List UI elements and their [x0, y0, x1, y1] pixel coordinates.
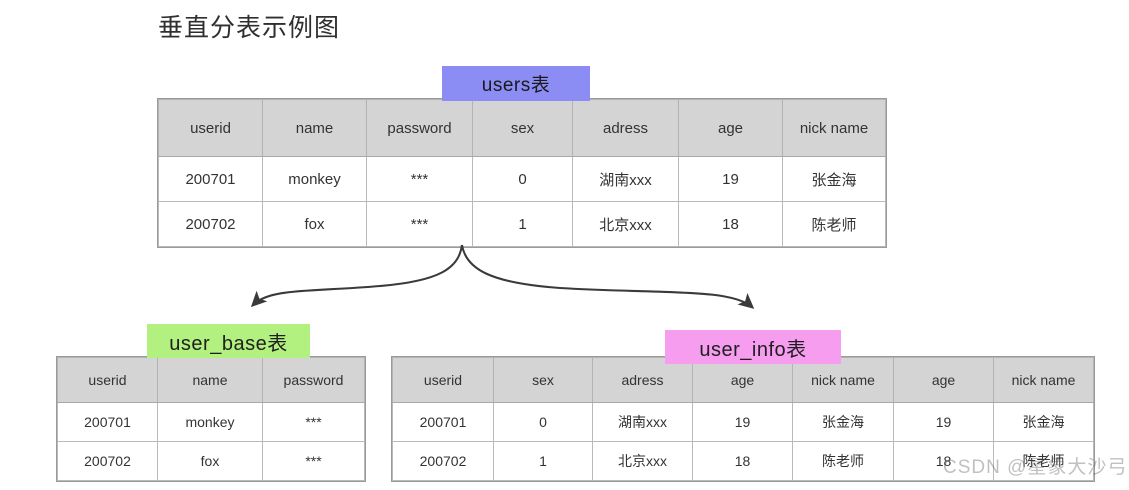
tag-user-base-label: user_base表	[169, 332, 288, 355]
column-header: password	[366, 99, 473, 157]
column-header: sex	[472, 99, 573, 157]
table-cell: 张金海	[993, 402, 1094, 442]
table-cell: ***	[366, 201, 473, 247]
watermark: CSDN @星象大沙弓	[943, 457, 1128, 478]
column-header: nick name	[993, 357, 1094, 403]
table-cell: monkey	[157, 402, 263, 442]
table-users: userid name password sex adress age nick…	[158, 99, 886, 247]
table-cell: 19	[692, 402, 793, 442]
table-cell: ***	[262, 441, 365, 481]
column-header: age	[678, 99, 783, 157]
table-cell: 1	[493, 441, 593, 481]
column-header: age	[893, 357, 994, 403]
table-cell: 张金海	[792, 402, 894, 442]
column-header: name	[157, 357, 263, 403]
table-row: 200701 0 湖南xxx 19 张金海 19 张金海	[392, 402, 1094, 442]
column-header: password	[262, 357, 365, 403]
column-header: adress	[592, 357, 693, 403]
table-cell: monkey	[262, 156, 367, 202]
table-cell: 200702	[57, 441, 158, 481]
table-cell: ***	[366, 156, 473, 202]
table-user-info: userid sex adress age nick name age nick…	[392, 357, 1094, 481]
table-cell: fox	[262, 201, 367, 247]
table-row: 200701 monkey *** 0 湖南xxx 19 张金海	[158, 156, 886, 202]
tag-user-info-label: user_info表	[699, 338, 807, 361]
column-header: name	[262, 99, 367, 157]
table-cell: 18	[678, 201, 783, 247]
table-cell: 陈老师	[993, 441, 1094, 481]
column-header: nick name	[782, 99, 886, 157]
arrow-to-user-info-icon	[460, 244, 755, 309]
table-cell: 18	[692, 441, 793, 481]
table-cell: 北京xxx	[572, 201, 679, 247]
table-cell: 200701	[392, 402, 494, 442]
column-header: adress	[572, 99, 679, 157]
column-header: userid	[392, 357, 494, 403]
table-cell: 0	[493, 402, 593, 442]
column-header: nick name	[792, 357, 894, 403]
table-cell: 陈老师	[792, 441, 894, 481]
table-cell: 湖南xxx	[572, 156, 679, 202]
table-cell: 200702	[392, 441, 494, 481]
table-header-row: userid name password	[57, 357, 365, 403]
table-cell: 1	[472, 201, 573, 247]
table-cell: 18	[893, 441, 994, 481]
column-header: sex	[493, 357, 593, 403]
table-header-row: userid name password sex adress age nick…	[158, 99, 886, 157]
table-cell: 张金海	[782, 156, 886, 202]
column-header: userid	[158, 99, 263, 157]
table-cell: 陈老师	[782, 201, 886, 247]
table-row: 200702 fox *** 1 北京xxx 18 陈老师	[158, 201, 886, 247]
tag-users-label: users表	[481, 75, 551, 96]
column-header: age	[692, 357, 793, 403]
table-cell: 19	[678, 156, 783, 202]
tag-user-base-table: user_base表	[147, 324, 310, 358]
table-header-row: userid sex adress age nick name age nick…	[392, 357, 1094, 403]
table-row: 200702 1 北京xxx 18 陈老师 18 陈老师	[392, 441, 1094, 481]
arrow-to-user-base-icon	[250, 244, 464, 308]
table-cell: 200702	[158, 201, 263, 247]
table-cell: fox	[157, 441, 263, 481]
table-cell: 19	[893, 402, 994, 442]
table-cell: 北京xxx	[592, 441, 693, 481]
column-header: userid	[57, 357, 158, 403]
table-row: 200701 monkey ***	[57, 402, 365, 442]
table-row: 200702 fox ***	[57, 441, 365, 481]
tag-user-info-table: user_info表	[665, 330, 841, 364]
table-cell: ***	[262, 402, 365, 442]
table-cell: 200701	[158, 156, 263, 202]
table-cell: 湖南xxx	[592, 402, 693, 442]
tag-users-table: users表	[442, 66, 590, 101]
table-cell: 200701	[57, 402, 158, 442]
table-cell: 0	[472, 156, 573, 202]
page-title: 垂直分表示例图	[158, 14, 341, 42]
table-user-base: userid name password 200701 monkey *** 2…	[57, 357, 365, 481]
